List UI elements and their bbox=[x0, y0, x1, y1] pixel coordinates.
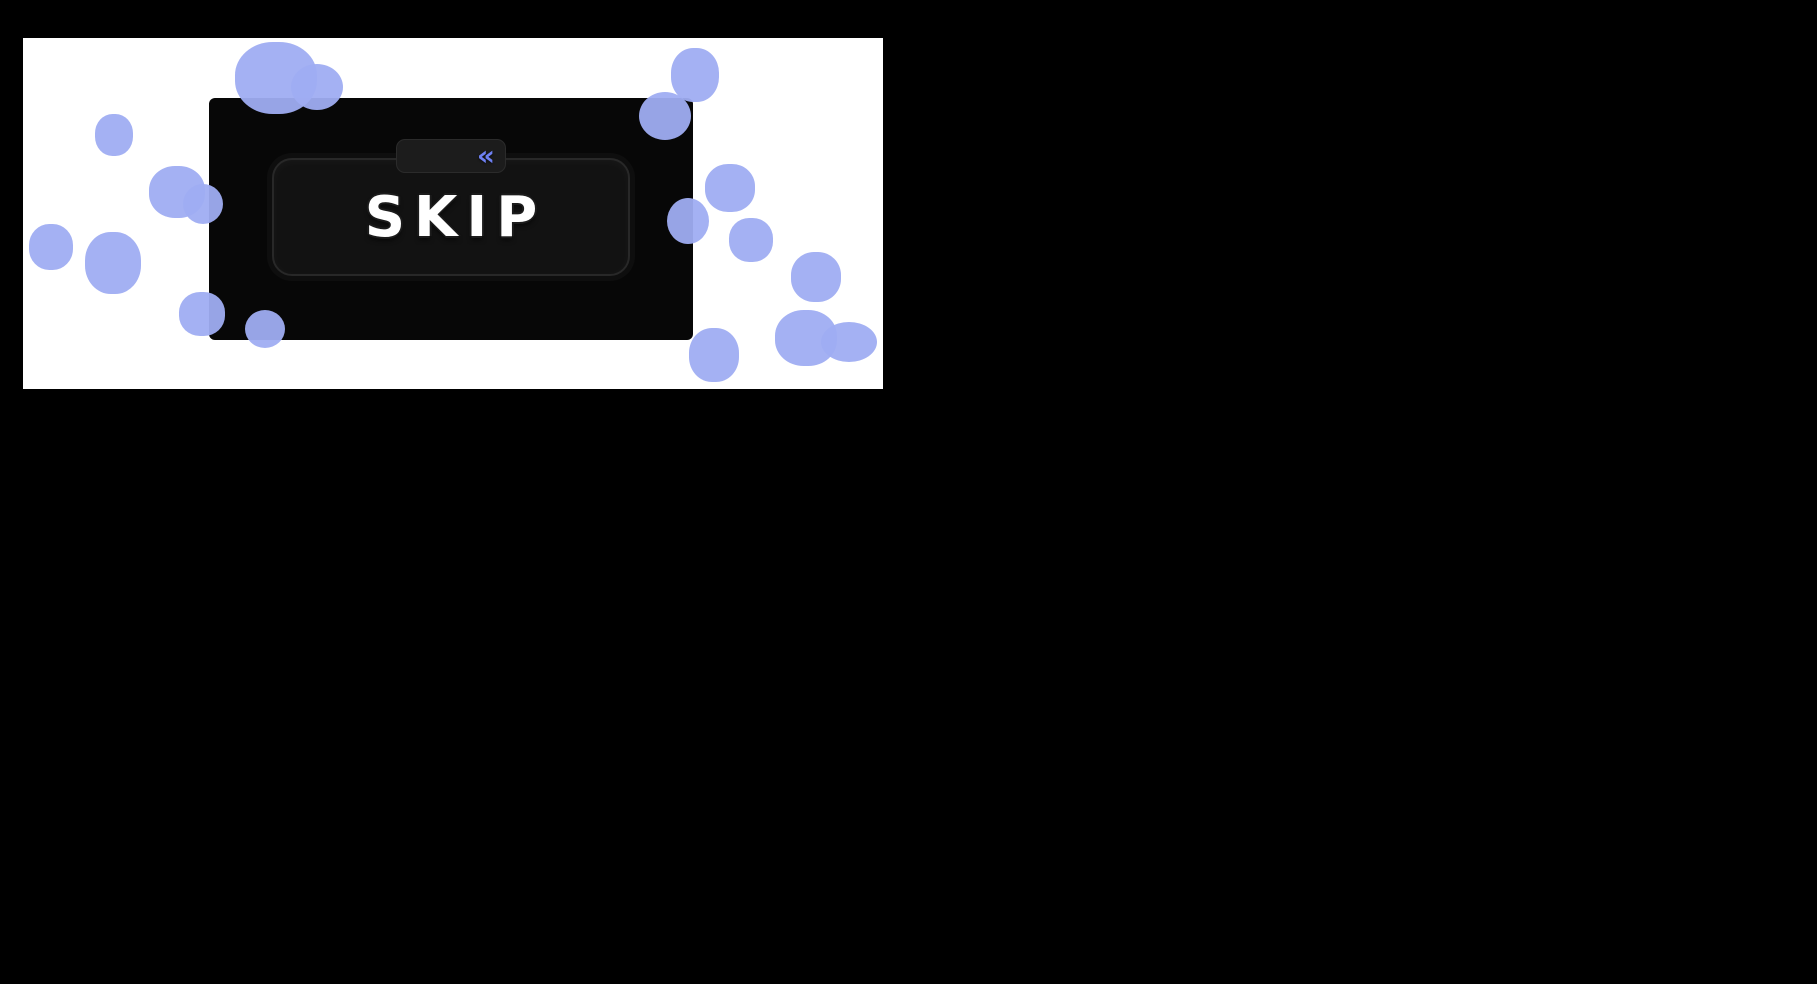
paint-splat bbox=[705, 164, 755, 212]
skip-button-label: SKIP bbox=[364, 184, 547, 250]
paint-splat bbox=[29, 224, 73, 270]
paint-splat bbox=[689, 328, 739, 382]
skip-button[interactable]: SKIP bbox=[272, 158, 630, 276]
collapse-tab-button[interactable]: « bbox=[396, 139, 506, 173]
chevron-double-left-icon: « bbox=[476, 139, 495, 172]
paint-splat bbox=[95, 114, 133, 156]
paint-splat bbox=[821, 322, 877, 362]
paint-splat bbox=[729, 218, 773, 262]
paint-splat bbox=[791, 252, 841, 302]
paint-splat bbox=[149, 166, 205, 218]
skip-overlay: « SKIP bbox=[209, 98, 693, 340]
drawing-canvas[interactable]: « SKIP bbox=[23, 38, 883, 389]
paint-splat bbox=[671, 48, 719, 102]
paint-splat bbox=[85, 232, 141, 294]
paint-splat bbox=[775, 310, 837, 366]
